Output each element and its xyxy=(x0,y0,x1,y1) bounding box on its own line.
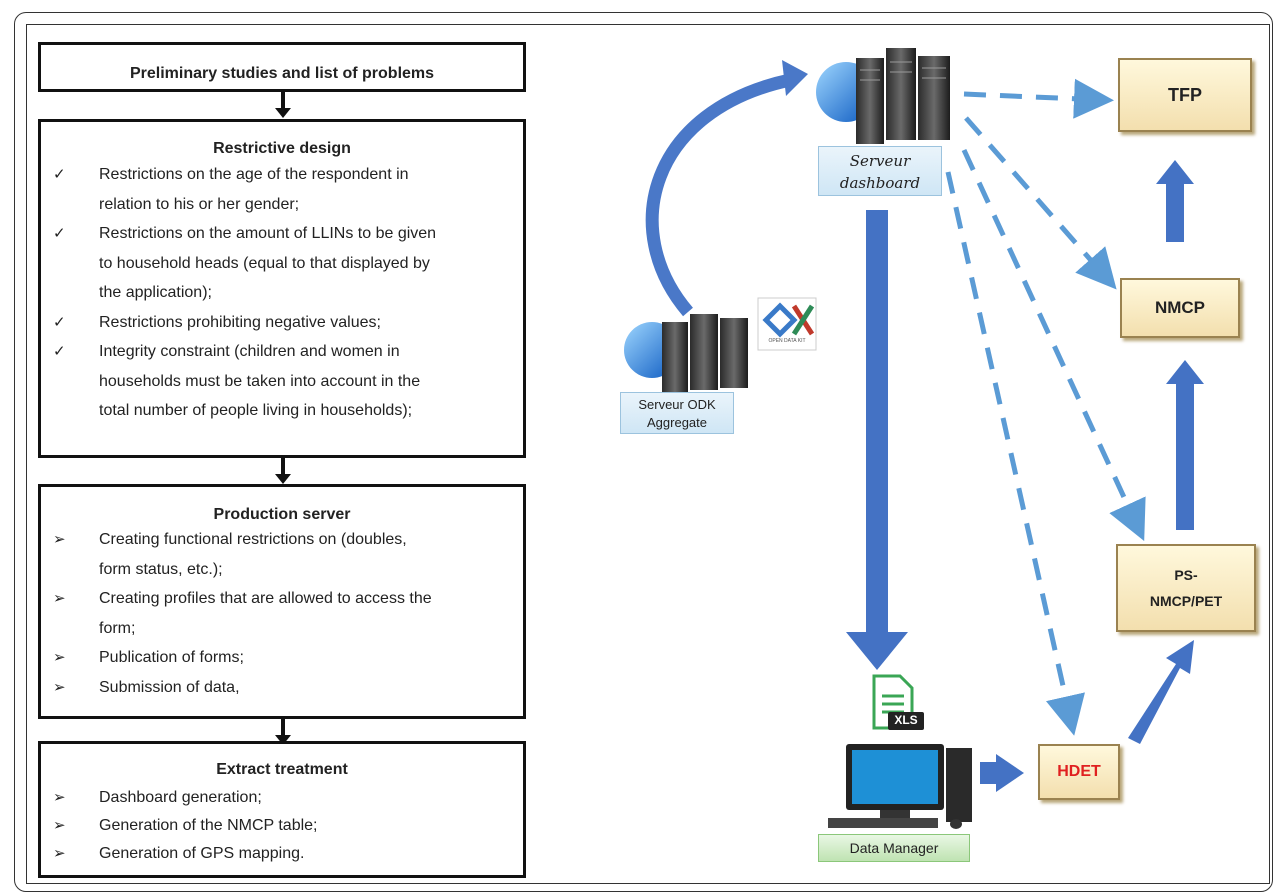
preliminary-studies-box: Preliminary studies and list of problems xyxy=(38,42,526,92)
odk-logo xyxy=(757,297,817,351)
data-manager-label: Data Manager xyxy=(818,834,970,862)
arrow-dm-to-hdet-head xyxy=(996,754,1024,792)
arrow-hdet-to-ps xyxy=(1128,640,1194,744)
server-dashboard-icon xyxy=(816,48,950,144)
arrow-nmcp-to-tfp-shaft xyxy=(1166,180,1184,242)
list-item-text: total number of people living in househo… xyxy=(99,402,413,419)
list-item-text: households must be taken into account in… xyxy=(99,372,421,390)
bullet-mark: ✓ xyxy=(53,166,66,183)
server-odk-line1: Serveur ODK xyxy=(638,397,716,412)
down-arrow-shaft xyxy=(866,210,888,632)
list-item-text: form; xyxy=(99,619,136,637)
bullet-mark: ✓ xyxy=(53,225,66,242)
list-item-text: Restrictions on the age of the responden… xyxy=(99,166,409,183)
curved-arrow-head xyxy=(782,60,808,96)
list-item-text: Creating profiles that are allowed to ac… xyxy=(99,590,432,607)
list-item-text: form status, etc.); xyxy=(99,560,223,578)
dashed-arrow-to-tfp xyxy=(963,78,1114,119)
server-dashboard-line2: dashboard xyxy=(839,174,921,192)
list-item-text: Generation of the NMCP table; xyxy=(99,817,318,834)
odk-logo-text: OPEN DATA KIT xyxy=(768,338,806,344)
bullet-mark: ✓ xyxy=(53,343,66,360)
flow-arrow-1 xyxy=(275,92,291,118)
hdet-box: HDET xyxy=(1038,744,1120,800)
list-item-text: the application); xyxy=(99,284,212,301)
production-server-box: Production server ➢ Creating functional r… xyxy=(38,484,526,719)
arrow-nmcp-to-tfp-head xyxy=(1156,160,1194,184)
server-odk-icon xyxy=(624,314,748,392)
server-dashboard-line1: Serveur xyxy=(849,152,911,170)
flow-arrow-3 xyxy=(275,719,291,745)
list-item-text: Generation of GPS mapping. xyxy=(99,845,305,862)
bullet-mark: ➢ xyxy=(53,789,66,806)
tfp-label: TFP xyxy=(1168,84,1202,105)
server-odk-label: Serveur ODK Aggregate xyxy=(620,392,734,434)
list-item-text: to household heads (equal to that displa… xyxy=(99,254,430,272)
list-item-text: Creating functional restrictions on (dou… xyxy=(99,531,407,548)
bullet-mark: ➢ xyxy=(53,678,66,696)
xls-file-icon xyxy=(872,674,924,730)
restrictive-design-box: Restrictive design ✓ Restrictions on the … xyxy=(38,119,526,458)
ps-nmcp-pet-box: PS- NMCP/PET xyxy=(1116,544,1256,632)
bullet-mark: ✓ xyxy=(53,313,66,331)
bullet-mark: ➢ xyxy=(53,531,66,548)
dashed-arrow-to-hdet xyxy=(945,171,1085,736)
list-item-text: relation to his or her gender; xyxy=(99,195,300,213)
list-item-text: Submission of data, xyxy=(99,678,240,696)
dashed-arrow-to-nmcp xyxy=(964,116,1117,290)
list-item-text: Restrictions on the amount of LLINs to b… xyxy=(99,225,437,242)
arrow-ps-to-nmcp-shaft xyxy=(1176,380,1194,530)
curved-arrow-odk-to-dashboard xyxy=(645,73,792,317)
bullet-mark: ➢ xyxy=(53,590,66,607)
xls-label: XLS xyxy=(894,713,918,727)
list-item-text: Restrictions prohibiting negative values… xyxy=(99,313,381,331)
ps-nmcp-line2: NMCP/PET xyxy=(1149,593,1223,609)
dashed-arrow-to-ps-nmcp xyxy=(961,148,1146,542)
bullet-mark: ➢ xyxy=(53,649,66,666)
list-item-text: Integrity constraint (children and women… xyxy=(99,343,400,360)
extract-treatment-box: Extract treatment ➢ Dashboard generation;… xyxy=(38,741,526,878)
list-item-text: Publication of forms; xyxy=(99,649,244,666)
bullet-mark: ➢ xyxy=(53,817,66,834)
nmcp-label: NMCP xyxy=(1154,298,1206,317)
nmcp-box: NMCP xyxy=(1120,278,1240,338)
arrow-ps-to-nmcp-head xyxy=(1166,360,1204,384)
down-arrow-head xyxy=(846,632,908,670)
restrictive-design-title: Restrictive design xyxy=(213,140,351,157)
production-server-title: Production server xyxy=(213,506,351,523)
extract-treatment-title: Extract treatment xyxy=(216,761,348,778)
arrow-dm-to-hdet-shaft xyxy=(980,762,998,784)
server-dashboard-label: Serveur dashboard xyxy=(818,146,942,196)
server-odk-line2: Aggregate xyxy=(647,415,707,430)
tfp-box: TFP xyxy=(1118,58,1252,132)
preliminary-studies-title: Preliminary studies and list of problems xyxy=(129,65,435,82)
ps-nmcp-line1: PS- xyxy=(1174,567,1198,583)
hdet-label: HDET xyxy=(1057,763,1101,780)
list-item-text: Dashboard generation; xyxy=(99,789,262,806)
flow-arrow-2 xyxy=(275,458,291,484)
computer-icon xyxy=(828,744,972,829)
bullet-mark: ➢ xyxy=(53,845,66,862)
